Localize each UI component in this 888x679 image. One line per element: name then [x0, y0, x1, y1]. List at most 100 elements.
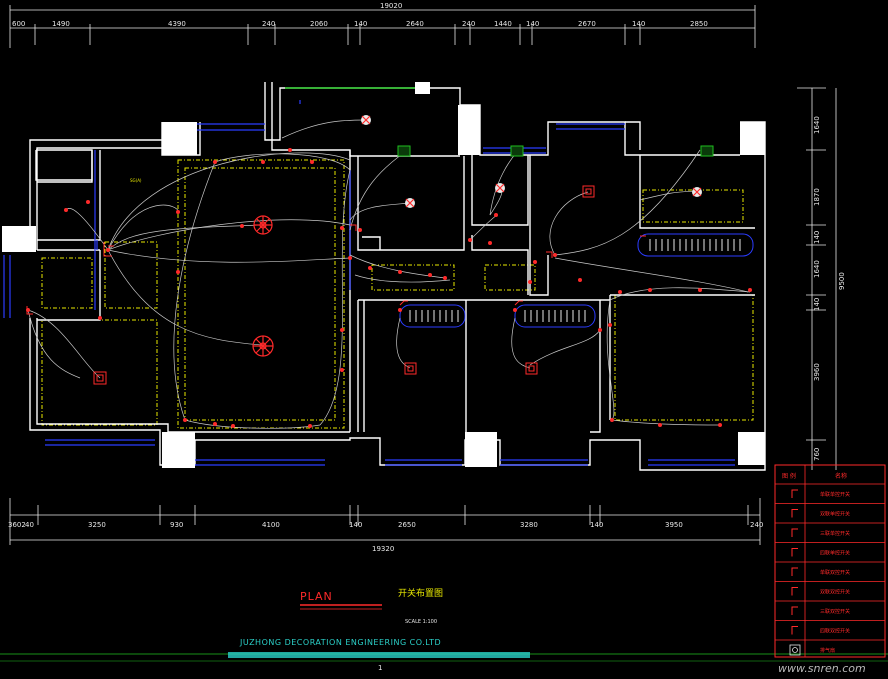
legend-header-symbol: 图 例 [782, 472, 796, 480]
chandelier-icon [252, 335, 274, 357]
title-block: PLAN 开关布置图 SCALE 1:100 JUZHONG DECORATIO… [0, 587, 888, 672]
ceiling-outlines [41, 159, 754, 429]
switch-point [610, 418, 614, 422]
single-2way-icon [791, 567, 798, 576]
bottom-dim-label: 4100 [262, 521, 280, 529]
bottom-dim-label: 40 [25, 521, 34, 529]
switch-point [261, 160, 265, 164]
legend-name: 排气扇 [820, 647, 835, 654]
bottom-dim-label: 3280 [520, 521, 538, 529]
legend-name: 双联双控开关 [820, 589, 850, 596]
legend-name: 三联双控开关 [820, 608, 850, 615]
legend-header-name: 名称 [835, 472, 847, 480]
legend-name: 单联单控开关 [820, 491, 850, 498]
bottom-dim-label: 140 [349, 521, 362, 529]
switch-point [86, 200, 90, 204]
right-dim-label: 1640 [813, 116, 821, 134]
top-dim-label: 1490 [52, 20, 70, 28]
top-dim-label: 140 [632, 20, 645, 28]
switch-point [98, 316, 102, 320]
switch-point [176, 210, 180, 214]
switch-point [398, 308, 402, 312]
triple-2way-icon [791, 606, 798, 615]
wiring [27, 119, 751, 429]
dim-overall-top: 19020 [380, 2, 402, 10]
switch-point [340, 368, 344, 372]
exhaust-fans [93, 185, 595, 385]
fan-center-icon [792, 647, 798, 653]
top-dim-label: 140 [354, 20, 367, 28]
legend-name: 单联双控开关 [820, 569, 850, 576]
dim-overall-right: 9500 [838, 272, 846, 290]
columns [2, 82, 765, 468]
switch-point [553, 253, 557, 257]
switch-point [494, 213, 498, 217]
legend-name: 双联单控开关 [820, 511, 850, 518]
ceiling-lamp-icon [495, 183, 505, 193]
light-fixtures [252, 215, 274, 357]
exhaust-fan-icon [789, 644, 801, 656]
switch-point [533, 260, 537, 264]
right-dim-label: 760 [813, 448, 821, 461]
radiators [399, 233, 754, 328]
switch-point [310, 160, 314, 164]
plan-title: PLAN [300, 590, 333, 603]
ceiling-lamp-icon [405, 198, 415, 208]
switch-point [348, 256, 352, 260]
top-dim-label: 2850 [690, 20, 708, 28]
switch-point [698, 288, 702, 292]
right-dim-label: 140 [813, 231, 821, 244]
ceiling-lamp-icon [361, 115, 371, 125]
switch-points [26, 148, 752, 428]
walls [29, 82, 766, 471]
switch-point [468, 238, 472, 242]
switch-point [213, 160, 217, 164]
top-dim-label: 1440 [494, 20, 512, 28]
top-dim-label: 4390 [168, 20, 186, 28]
switch-point [528, 280, 532, 284]
switch-point [748, 288, 752, 292]
switch-point [488, 241, 492, 245]
switch-point [598, 328, 602, 332]
switch-point [618, 290, 622, 294]
bottom-dim-label: 240 [750, 521, 763, 529]
bottom-dim-label: 3250 [88, 521, 106, 529]
switch-point [308, 424, 312, 428]
radiator-fins [409, 239, 741, 322]
triple-switch-icon [791, 528, 798, 537]
legend-name: 四联单控开关 [820, 550, 850, 557]
right-dim-label: 3960 [813, 363, 821, 381]
watermark: www.snren.com [778, 662, 866, 675]
top-dim-label: 2640 [406, 20, 424, 28]
exhaust-fan-icon [582, 185, 595, 198]
switch-point [340, 226, 344, 230]
switch-point [648, 288, 652, 292]
switch-point [183, 418, 187, 422]
switch-point [578, 278, 582, 282]
top-dim-label: 2060 [310, 20, 328, 28]
switch-point [106, 248, 110, 252]
right-dimensions [797, 87, 837, 470]
right-dim-label: 1640 [813, 260, 821, 278]
bottom-dimensions [9, 498, 761, 545]
top-dim-label: 240 [462, 20, 475, 28]
switch-point [288, 148, 292, 152]
switch-point [608, 323, 612, 327]
double-2way-icon [791, 587, 798, 596]
switch-point [368, 266, 372, 270]
plan-chinese-title: 开关布置图 [398, 587, 443, 599]
exhaust-fan-icon [404, 362, 417, 375]
right-dim-label: 140 [813, 298, 821, 311]
single-switch-icon [791, 489, 798, 498]
top-dim-label: 240 [262, 20, 275, 28]
switch-point [513, 308, 517, 312]
double-switch-icon [791, 509, 798, 518]
switch-point [428, 273, 432, 277]
chandelier-icon [253, 215, 273, 235]
legend-name: 三联单控开关 [820, 530, 850, 537]
top-dimensions [9, 5, 756, 48]
